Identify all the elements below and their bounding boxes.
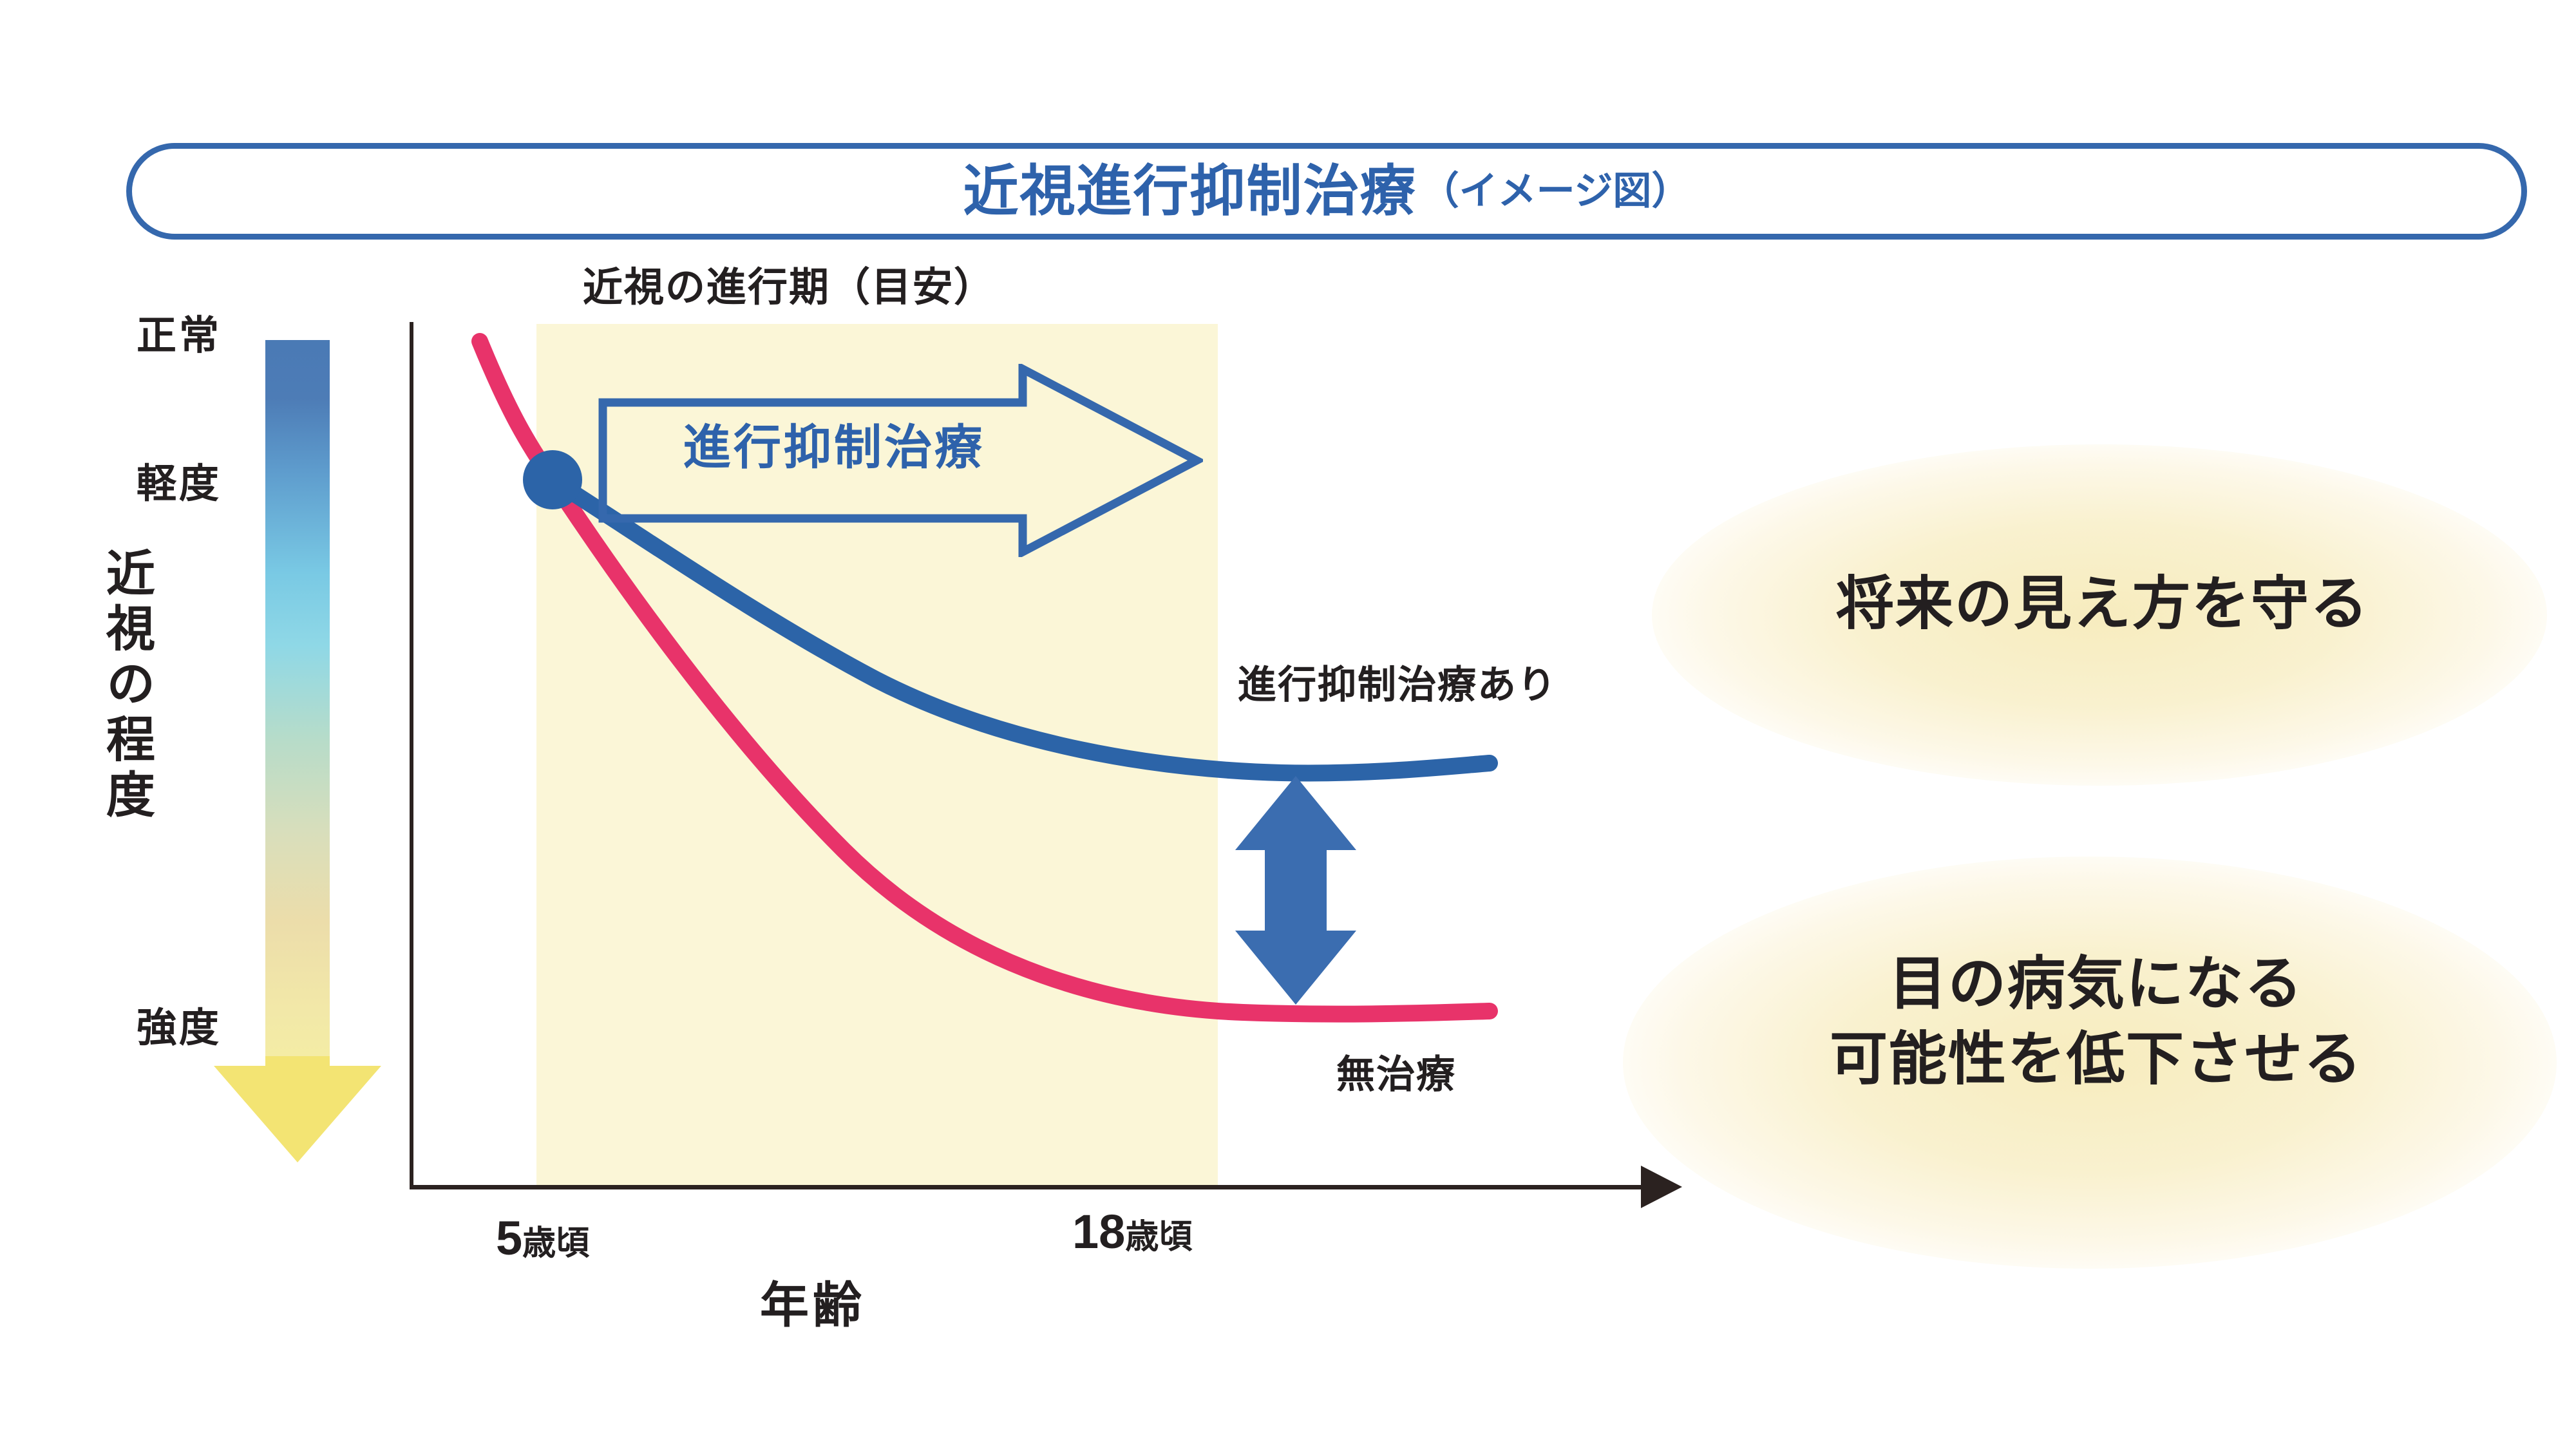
x-tick-label-5: 5歳頃: [496, 1211, 589, 1265]
benefit-glow-top: [1652, 444, 2547, 786]
benefit-message-bottom-line2: 可能性を低下させる: [1830, 1027, 2363, 1092]
series-label-untreated: 無治療: [1336, 1053, 1456, 1096]
x-tick-5-unit: 歳頃: [522, 1225, 590, 1262]
curve-layer: [471, 333, 1498, 1023]
benefit-message-top: 将来の見え方を守る: [1836, 572, 2369, 636]
y-axis-line: [410, 322, 413, 1188]
benefit-glow-bottom: [1623, 857, 2557, 1269]
myopia-progression-chart: 近視の進行期（目安） 正常 軽度 強度 近視の程度: [99, 265, 1682, 1333]
severity-label-severe: 強度: [137, 1006, 222, 1050]
severity-gradient-bar: [265, 340, 330, 1068]
page-title-subnote: （イメージ図）: [1420, 169, 1690, 213]
page-title: 近視進行抑制治療: [963, 160, 1417, 222]
difference-double-arrow-icon: [1235, 776, 1356, 1005]
severity-down-arrowhead-icon: [214, 1066, 381, 1162]
series-label-treated: 進行抑制治療あり: [1238, 663, 1557, 706]
curve-treated: [544, 471, 1498, 782]
x-tick-label-18: 18歳頃: [1072, 1204, 1192, 1259]
x-tick-18-number: 18: [1072, 1205, 1126, 1258]
severity-label-normal: 正常: [137, 314, 222, 358]
x-axis-arrowhead-icon: [1641, 1166, 1682, 1208]
y-axis-title: 近視の程度: [99, 547, 153, 824]
benefit-message-bottom: 目の病気になる 可能性を低下させる: [1649, 947, 2544, 1097]
treatment-arrow-outline: [598, 364, 1203, 557]
benefit-message-bottom-line1: 目の病気になる: [1889, 952, 2304, 1016]
diagram-title-banner: 近視進行抑制治療 （イメージ図）: [126, 143, 2527, 240]
x-axis-title: 年齢: [760, 1278, 866, 1333]
branch-point-marker: [523, 450, 582, 509]
treatment-arrow-label: 進行抑制治療: [683, 421, 985, 474]
progression-period-label: 近視の進行期（目安）: [583, 265, 996, 310]
severity-label-mild: 軽度: [137, 462, 222, 506]
treatment-arrow-shape: [598, 364, 1203, 557]
x-tick-18-unit: 歳頃: [1125, 1218, 1193, 1256]
x-axis-line: [410, 1185, 1645, 1189]
x-tick-5-number: 5: [496, 1211, 523, 1265]
